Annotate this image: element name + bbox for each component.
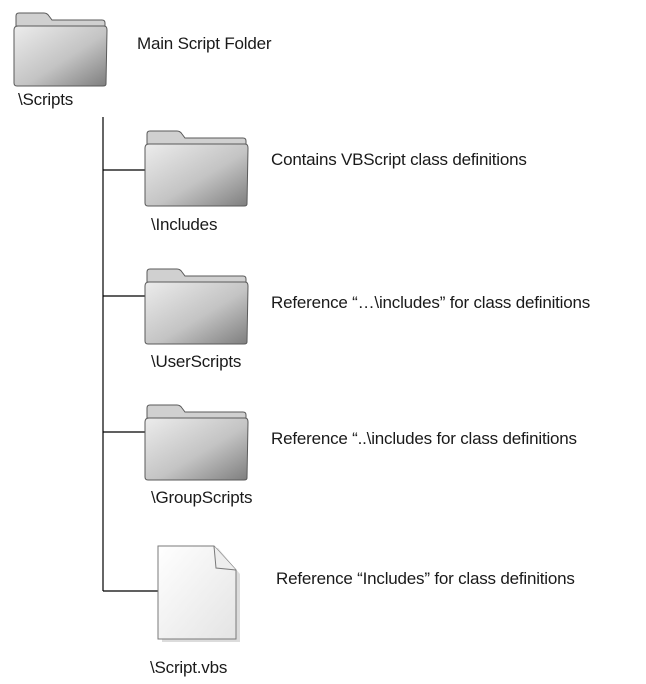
root-folder-name: \Scripts xyxy=(18,90,74,109)
folder-icon[interactable] xyxy=(143,266,249,351)
folder-icon[interactable] xyxy=(143,402,249,487)
root-folder-description: Main Script Folder xyxy=(137,34,272,53)
includes-folder-name: \Includes xyxy=(151,215,218,234)
folder-icon[interactable] xyxy=(12,10,108,93)
script-vbs-file-description: Reference “Includes” for class definitio… xyxy=(276,569,575,588)
folder-icon[interactable] xyxy=(143,128,249,213)
document-icon[interactable] xyxy=(156,544,242,649)
userscripts-folder-name: \UserScripts xyxy=(151,352,242,371)
includes-folder-description: Contains VBScript class definitions xyxy=(271,150,527,169)
script-vbs-file-name: \Script.vbs xyxy=(150,658,228,677)
groupscripts-folder-name: \GroupScripts xyxy=(151,488,253,507)
groupscripts-folder-description: Reference “..\includes for class definit… xyxy=(271,429,577,448)
userscripts-folder-description: Reference “…\includes” for class definit… xyxy=(271,293,591,312)
